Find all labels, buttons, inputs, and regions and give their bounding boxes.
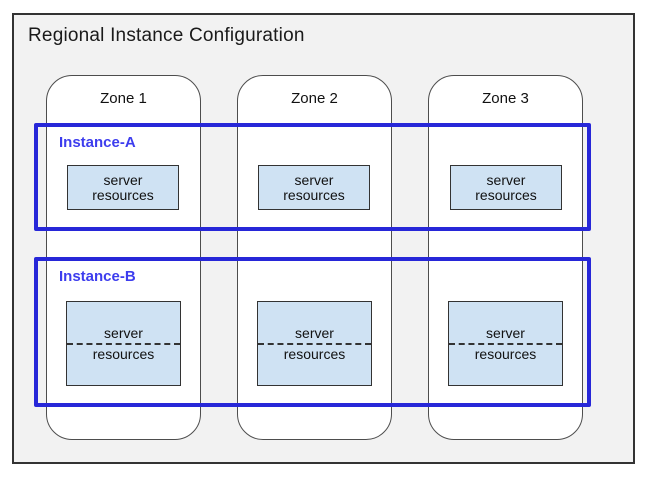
server-box-line2: resources xyxy=(283,186,345,203)
server-resources-box-instance-a-zone-2: server resources xyxy=(258,165,370,210)
dashed-divider-line xyxy=(67,342,180,345)
instance-a-box xyxy=(34,123,591,231)
server-box-line1: server xyxy=(295,324,334,341)
server-box-line2: resources xyxy=(92,345,155,362)
zone-2-label: Zone 2 xyxy=(291,90,338,107)
instance-a-label: Instance-A xyxy=(59,134,136,151)
instance-b-box xyxy=(34,257,591,407)
server-box-line2: resources xyxy=(92,186,154,203)
dashed-divider-line xyxy=(449,342,562,345)
server-box-line1: server xyxy=(294,171,334,188)
region-box: Regional Instance Configuration Zone 1 Z… xyxy=(12,13,635,464)
server-resources-box-instance-a-zone-3: server resources xyxy=(450,165,562,210)
diagram-title: Regional Instance Configuration xyxy=(28,25,305,46)
server-box-line1: server xyxy=(486,324,525,341)
instance-b-label: Instance-B xyxy=(59,268,136,285)
server-box-line1: server xyxy=(486,171,526,188)
server-resources-box-instance-b-zone-1: server resources xyxy=(66,301,181,386)
zone-1-label: Zone 1 xyxy=(100,90,147,107)
server-box-line1: server xyxy=(103,171,143,188)
server-box-line2: resources xyxy=(475,186,537,203)
server-box-line2: resources xyxy=(474,345,537,362)
server-resources-box-instance-a-zone-1: server resources xyxy=(67,165,179,210)
server-box-line1: server xyxy=(104,324,143,341)
server-resources-box-instance-b-zone-3: server resources xyxy=(448,301,563,386)
server-resources-box-instance-b-zone-2: server resources xyxy=(257,301,372,386)
dashed-divider-line xyxy=(258,342,371,345)
zone-3-label: Zone 3 xyxy=(482,90,529,107)
server-box-line2: resources xyxy=(283,345,346,362)
